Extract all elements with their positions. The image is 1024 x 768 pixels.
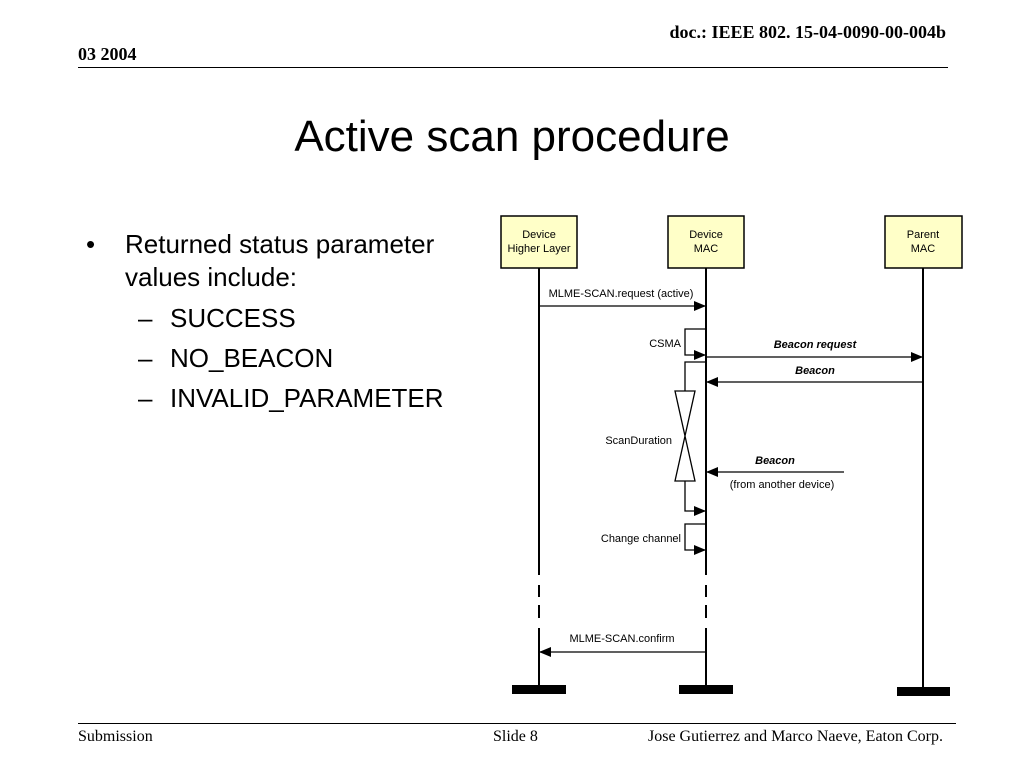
csma-loop-arrow	[684, 328, 706, 360]
beacon-label: Beacon	[795, 365, 835, 377]
entity-device-higher-layer: Device Higher Layer	[500, 215, 578, 269]
csma-label: CSMA	[649, 338, 681, 350]
scan-request-label: MLME-SCAN.request (active)	[549, 288, 694, 300]
beacon-request-label: Beacon request	[774, 339, 858, 351]
sub-bullet-text: SUCCESS	[170, 303, 296, 333]
scan-confirm-label: MLME-SCAN.confirm	[569, 633, 674, 645]
footer-submission: Submission	[78, 728, 153, 745]
sub-bullet-text: INVALID_PARAMETER	[170, 383, 444, 413]
dash-icon: –	[138, 303, 153, 333]
change-channel-label: Change channel	[601, 533, 681, 545]
sub-bullet-invalid-parameter: – INVALID_PARAMETER	[86, 382, 486, 415]
bullet-text: Returned status parameter values include…	[125, 229, 435, 292]
hourglass-timer-icon	[674, 390, 696, 482]
scan-duration-top-line	[684, 361, 706, 391]
sub-bullet-no-beacon: – NO_BEACON	[86, 342, 486, 375]
header-rule	[78, 67, 948, 68]
beacon-other-label: Beacon	[755, 455, 795, 467]
bullet-dot-icon: •	[86, 229, 96, 259]
scan-duration-label: ScanDuration	[605, 435, 672, 447]
sub-bullet-success: – SUCCESS	[86, 302, 486, 335]
entity-label-line1: Device	[522, 229, 556, 241]
bullet-item: • Returned status parameter values inclu…	[86, 228, 486, 294]
entity-label-line2: MAC	[694, 243, 719, 255]
entity-parent-mac: Parent MAC	[884, 215, 963, 269]
change-channel-loop-arrow	[684, 523, 706, 555]
dash-icon: –	[138, 343, 153, 373]
lifeline-end-bar	[512, 685, 566, 694]
entity-label-line2: Higher Layer	[508, 243, 571, 255]
footer-slide-number: Slide 8	[493, 728, 538, 745]
entity-label-line1: Parent	[907, 229, 939, 241]
entity-label-line1: Device	[689, 229, 723, 241]
lifeline-end-bar	[897, 687, 950, 696]
slide-title: Active scan procedure	[294, 112, 730, 161]
document-date: 03 2004	[78, 44, 137, 64]
footer-rule	[78, 723, 956, 724]
footer-authors: Jose Gutierrez and Marco Naeve, Eaton Co…	[648, 728, 943, 745]
from-other-device-label: (from another device)	[730, 479, 835, 491]
entity-device-mac: Device MAC	[667, 215, 745, 269]
scan-duration-end-arrow	[684, 481, 706, 516]
bullet-list: • Returned status parameter values inclu…	[86, 228, 486, 415]
sub-bullet-text: NO_BEACON	[170, 343, 334, 373]
dash-icon: –	[138, 383, 153, 413]
lifeline-end-bar	[679, 685, 733, 694]
document-id: doc.: IEEE 802. 15-04-0090-00-004b	[669, 22, 946, 42]
entity-label-line2: MAC	[911, 243, 936, 255]
